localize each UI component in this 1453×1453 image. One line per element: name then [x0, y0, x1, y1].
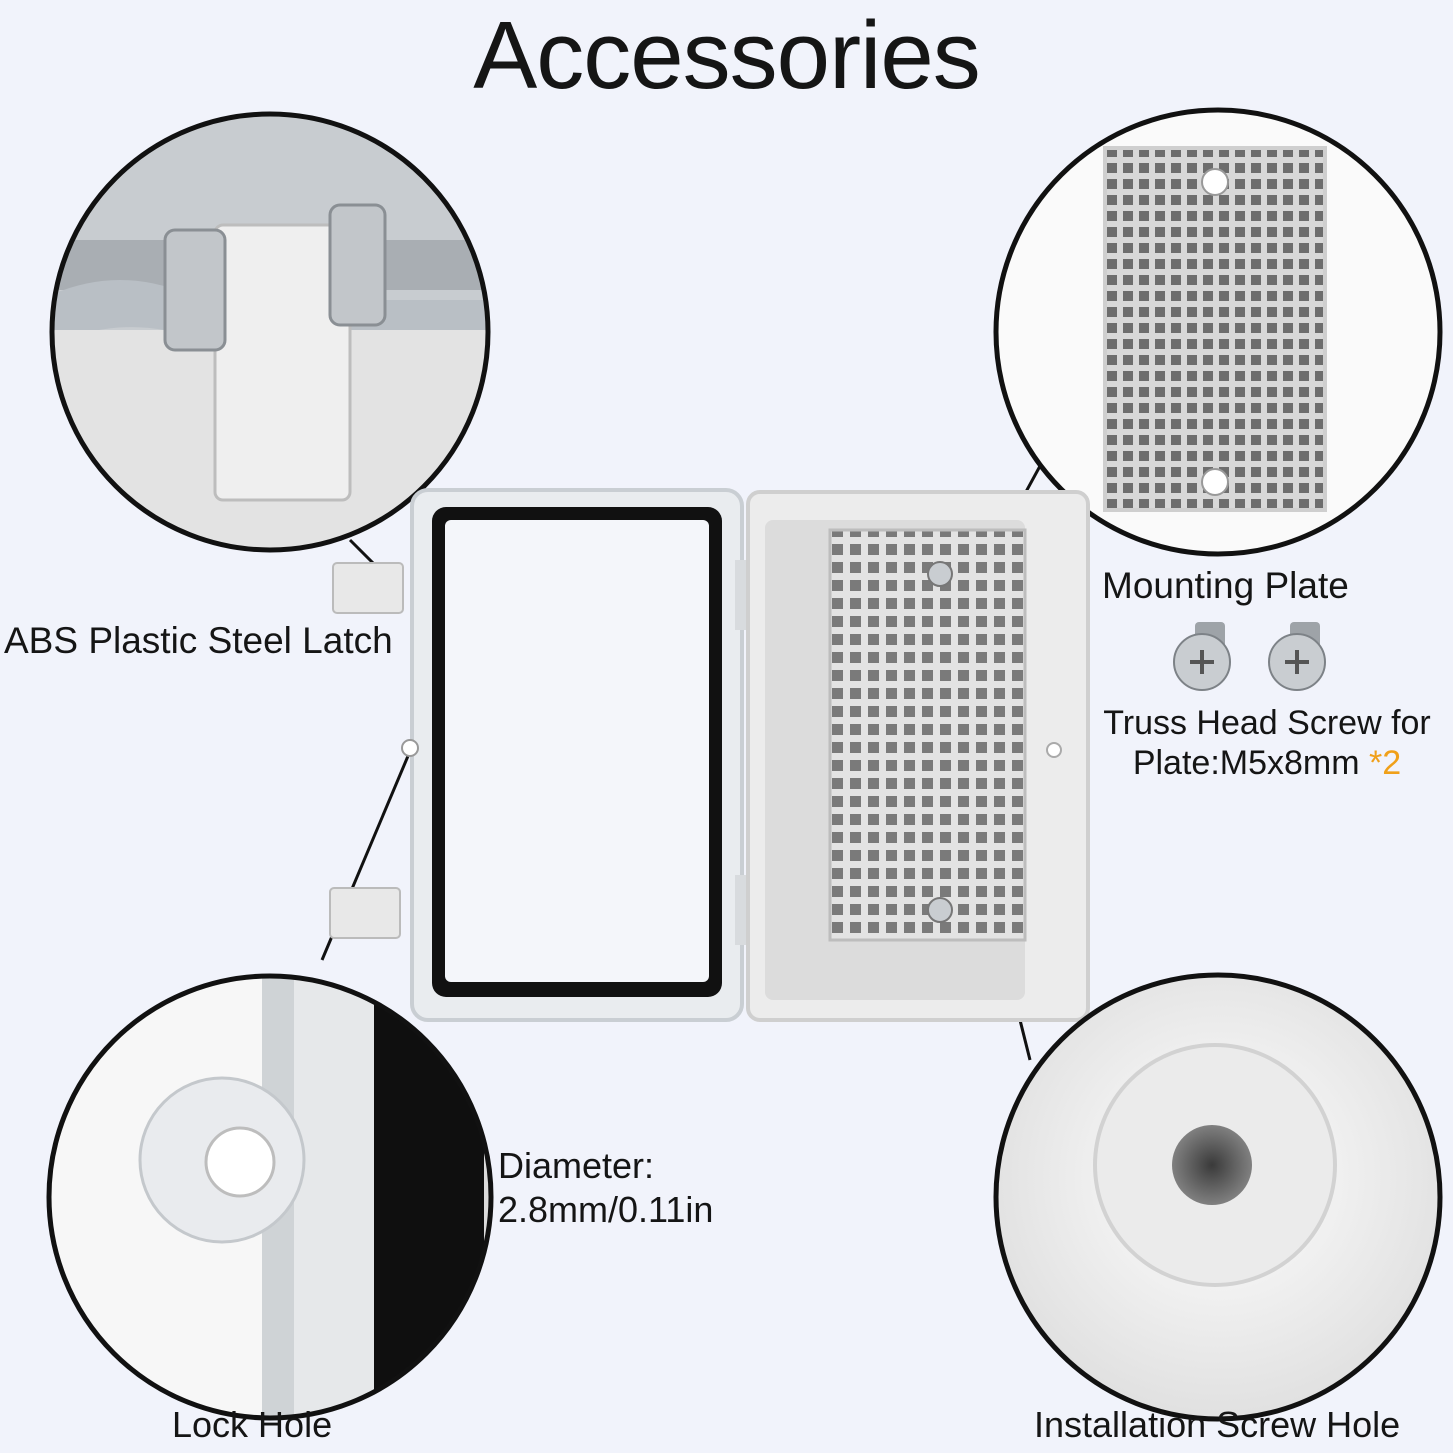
screw-label: Truss Head Screw for Plate:M5x8mm *2	[1092, 703, 1442, 783]
lock-circle-border	[46, 973, 494, 1421]
diameter-label-line2: 2.8mm/0.11in	[498, 1189, 714, 1230]
latch-closeup	[52, 114, 488, 550]
screw-label-line1: Truss Head Screw for	[1103, 704, 1431, 742]
diameter-label-line1: Diameter:	[498, 1145, 655, 1186]
lock-hole-label: Lock Hole	[172, 1404, 333, 1445]
mounting-plate-closeup	[996, 110, 1440, 554]
enclosure-box	[329, 488, 1090, 1022]
truss-screw-icons	[1173, 622, 1326, 691]
plate-circle-border	[993, 107, 1443, 557]
install-hole-closeup	[996, 975, 1440, 1419]
lock-hole-closeup	[49, 976, 491, 1418]
page-title: Accessories	[473, 2, 981, 109]
screw-label-line2: Plate:M5x8mm	[1132, 744, 1360, 782]
latch-circle-border	[49, 111, 491, 553]
mounting-plate-label: Mounting Plate	[1102, 565, 1349, 606]
install-circle-border	[993, 972, 1443, 1422]
screw-quantity: *2	[1369, 744, 1402, 782]
latch-label: ABS Plastic Steel Latch	[4, 620, 393, 661]
diameter-label: Diameter: 2.8mm/0.11in	[498, 1144, 713, 1232]
install-hole-label: Installation Screw Hole	[1034, 1404, 1401, 1445]
